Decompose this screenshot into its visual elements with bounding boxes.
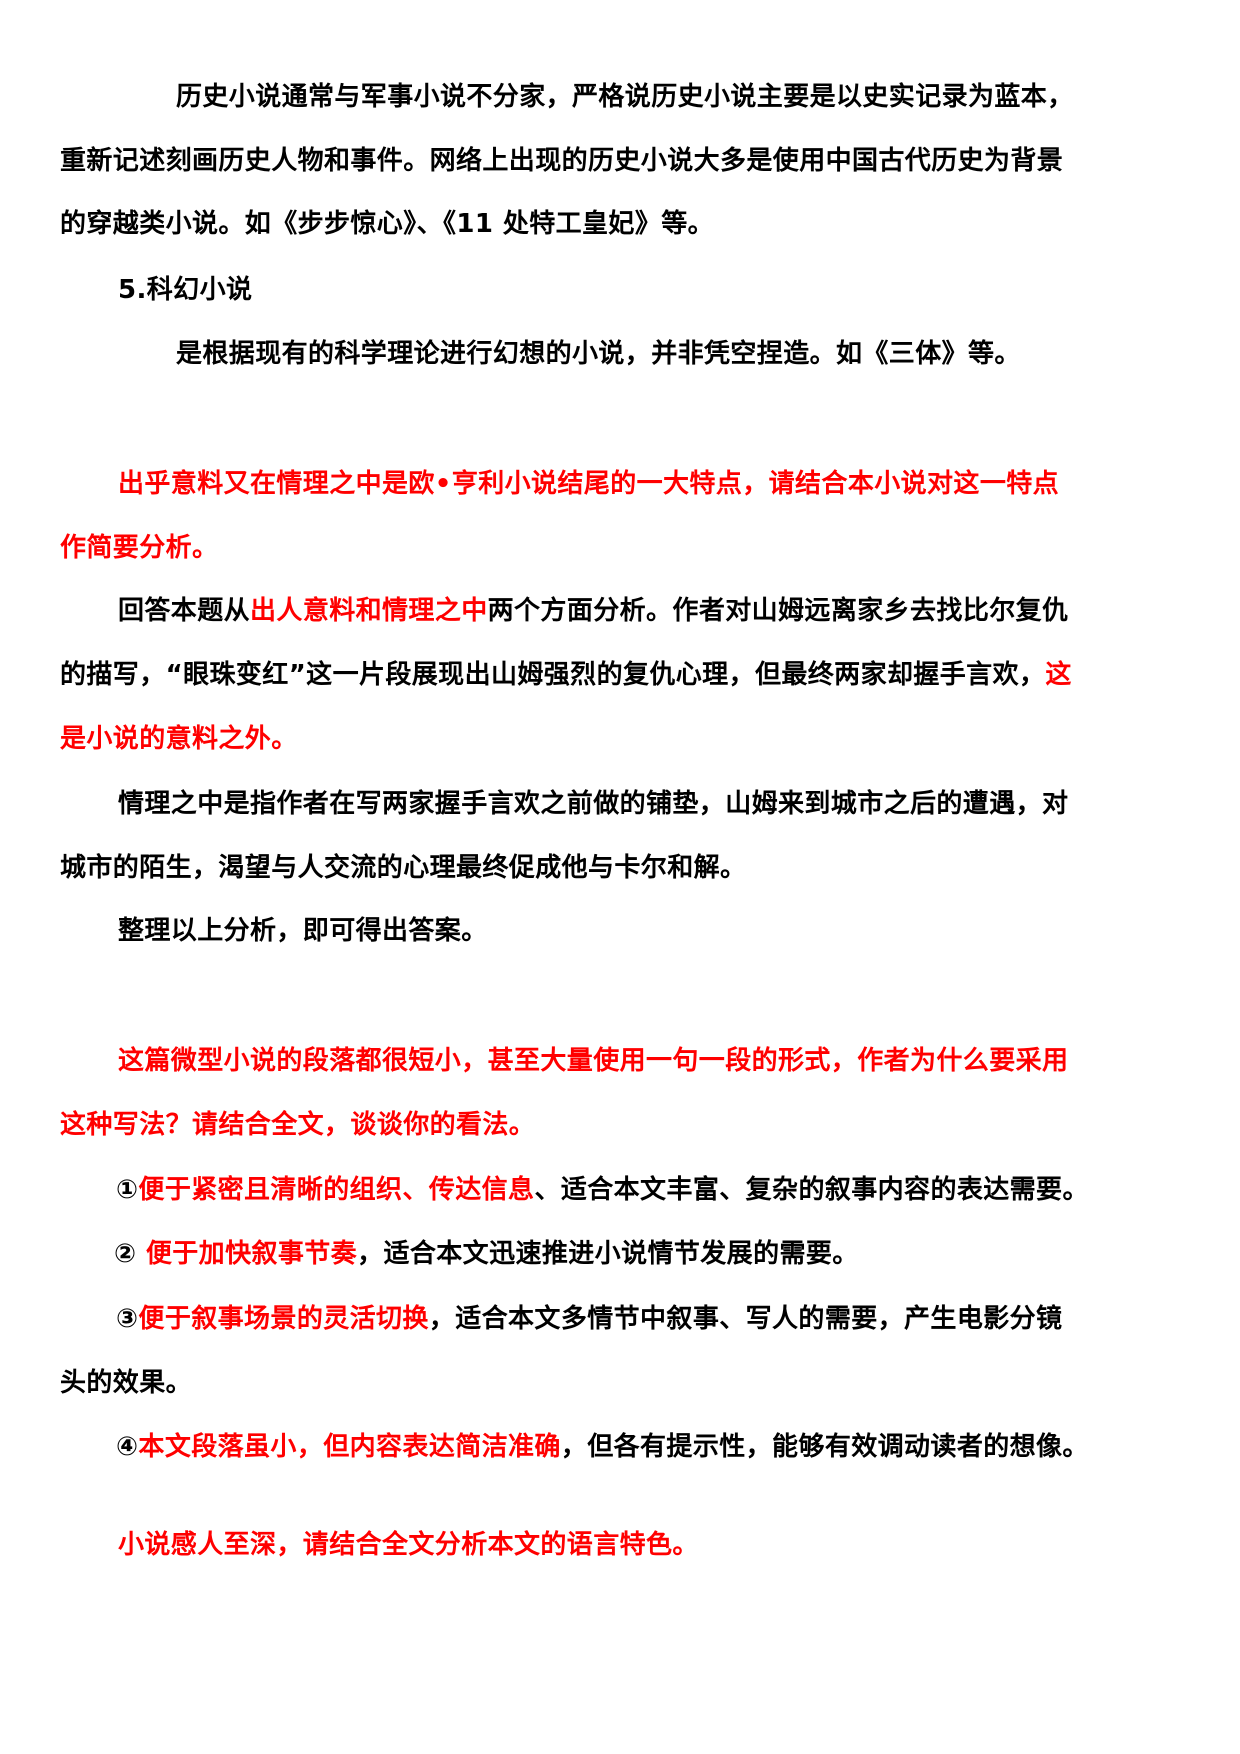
scifi-body: 是根据现有的科学理论进行幻想的小说，并非凭空捏造。如《三体》等。	[176, 339, 1021, 369]
answer1-text: 两个方面分析。作者对山姆远离家乡去找比尔复仇	[487, 596, 1069, 626]
answer2-item-2: ② 便于加快叙事节奏，适合本文迅速推进小说情节发展的需要。	[114, 1237, 859, 1271]
answer2-item-3-cont: 头的效果。	[60, 1368, 193, 1398]
question3: 小说感人至深，请结合全文分析本文的语言特色。	[118, 1530, 699, 1560]
explanation: ，但各有提示性，能够有效调动读者的想像。	[560, 1432, 1089, 1462]
item-number: ③	[116, 1304, 139, 1334]
history-line-3: 的穿越类小说。如《步步惊心》、《11 处特工皇妃》等。	[60, 209, 715, 239]
question2-line-2: 这种写法？请结合全文，谈谈你的看法。	[60, 1110, 536, 1140]
item-number: ①	[116, 1175, 139, 1205]
scifi-heading: 5.科幻小说	[118, 275, 253, 305]
answer2-item-4: ④本文段落虽小，但内容表达简洁准确，但各有提示性，能够有效调动读者的想像。	[116, 1430, 1089, 1464]
answer1-text: 回答本题从	[118, 596, 251, 626]
answer1-paragraph-3: 整理以上分析，即可得出答案。	[118, 916, 488, 946]
explanation: ，适合本文多情节中叙事、写人的需要，产生电影分镜	[428, 1304, 1063, 1334]
key-phrase: 便于叙事场景的灵活切换	[138, 1304, 429, 1334]
answer1-paragraph-2-line-2: 城市的陌生，渴望与人交流的心理最终促成他与卡尔和解。	[60, 853, 747, 883]
answer1-paragraph-1-line-2: 的描写，“眼珠变红”这一片段展现出山姆强烈的复仇心理，但最终两家却握手言欢，这	[60, 658, 1072, 692]
history-line-2: 重新记述刻画历史人物和事件。网络上出现的历史小说大多是使用中国古代历史为背景	[60, 146, 1064, 176]
item-number: ②	[114, 1239, 146, 1269]
history-line-1: 历史小说通常与军事小说不分家，严格说历史小说主要是以史实记录为蓝本，	[176, 82, 1074, 112]
question1-line-2: 作简要分析。	[60, 533, 219, 563]
explanation: ，适合本文迅速推进小说情节发展的需要。	[357, 1239, 859, 1269]
answer2-item-3: ③便于叙事场景的灵活切换，适合本文多情节中叙事、写人的需要，产生电影分镜	[116, 1302, 1062, 1336]
answer1-paragraph-1-line-3: 是小说的意料之外。	[60, 724, 298, 754]
answer1-key-phrase: 这	[1045, 660, 1072, 690]
answer1-paragraph-2-line-1: 情理之中是指作者在写两家握手言欢之前做的铺垫，山姆来到城市之后的遭遇，对	[118, 789, 1069, 819]
item-number: ④	[116, 1432, 139, 1462]
key-phrase: 便于紧密且清晰的组织、传达信息	[138, 1175, 535, 1205]
answer1-key-phrase: 出人意料和情理之中	[250, 596, 488, 626]
answer1-paragraph-1-line-1: 回答本题从出人意料和情理之中两个方面分析。作者对山姆远离家乡去找比尔复仇	[118, 594, 1068, 628]
key-phrase: 本文段落虽小，但内容表达简洁准确	[138, 1432, 561, 1462]
question2-line-1: 这篇微型小说的段落都很短小，甚至大量使用一句一段的形式，作者为什么要采用	[118, 1046, 1069, 1076]
question1-line-1: 出乎意料又在情理之中是欧•亨利小说结尾的一大特点，请结合本小说对这一特点	[118, 469, 1060, 499]
answer2-item-1: ①便于紧密且清晰的组织、传达信息、适合本文丰富、复杂的叙事内容的表达需要。	[116, 1173, 1089, 1207]
answer1-text: 的描写，“眼珠变红”这一片段展现出山姆强烈的复仇心理，但最终两家却握手言欢，	[60, 660, 1046, 690]
explanation: 、适合本文丰富、复杂的叙事内容的表达需要。	[534, 1175, 1089, 1205]
key-phrase: 便于加快叙事节奏	[145, 1239, 358, 1269]
